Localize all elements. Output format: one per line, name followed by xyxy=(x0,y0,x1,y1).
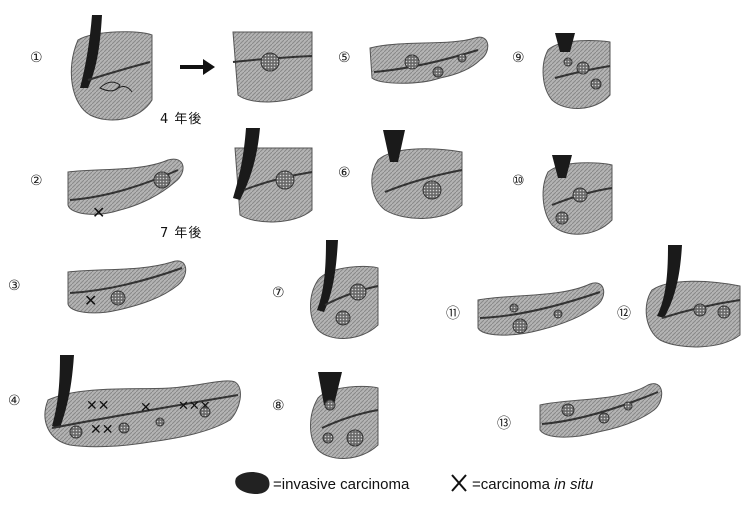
case-12-figure xyxy=(646,245,740,347)
case-13-figure xyxy=(540,384,662,437)
case-label-13: ⑬ xyxy=(497,413,511,433)
invasive-carcinoma-symbol xyxy=(235,472,269,494)
svg-text:✕: ✕ xyxy=(140,400,152,416)
svg-text:✕✕: ✕✕ xyxy=(86,398,109,414)
case-1-figure xyxy=(71,15,152,120)
case-10-figure xyxy=(543,155,612,234)
case-8-figure xyxy=(311,372,379,458)
case-9-figure xyxy=(543,33,610,108)
legend-cis-italic: in situ xyxy=(554,476,593,493)
case-label-7: ⑦ xyxy=(272,285,285,301)
case-label-9: ⑨ xyxy=(512,50,525,66)
carcinoma-in-situ-symbol xyxy=(452,475,466,491)
case-3-figure: ✕ xyxy=(68,261,186,313)
case-2-figure: ✕ xyxy=(68,159,183,222)
case-5-figure xyxy=(370,37,488,83)
case-4-figure: ✕✕ ✕ ✕✕✕ ✕✕ xyxy=(45,355,240,447)
annotation-four-years: 4 年後 xyxy=(160,108,202,127)
case-label-8: ⑧ xyxy=(272,398,285,414)
case-label-5: ⑤ xyxy=(338,50,351,66)
case-label-11: ⑪ xyxy=(446,303,460,323)
case-6-figure xyxy=(372,130,462,218)
case-11-figure xyxy=(478,283,604,335)
case-1-after-figure xyxy=(233,32,312,102)
case-label-10: ⑩ xyxy=(512,173,525,189)
case-label-6: ⑥ xyxy=(338,165,351,181)
case-label-2: ② xyxy=(30,173,43,189)
legend-cis-prefix: =carcinoma xyxy=(472,476,554,493)
case-label-3: ③ xyxy=(8,278,21,294)
case-label-12: ⑫ xyxy=(617,303,631,323)
legend-invasive-carcinoma: =invasive carcinoma xyxy=(273,476,409,493)
svg-text:✕✕: ✕✕ xyxy=(90,422,113,438)
case-label-1: ① xyxy=(30,50,43,66)
case-2-after-figure xyxy=(233,128,312,222)
case-7-figure xyxy=(311,240,379,338)
svg-text:✕: ✕ xyxy=(92,203,105,222)
case-label-4: ④ xyxy=(8,393,21,409)
annotation-seven-years: 7 年後 xyxy=(160,222,202,241)
legend-carcinoma-in-situ: =carcinoma in situ xyxy=(472,476,593,493)
arrow-icon xyxy=(180,59,215,75)
svg-text:✕: ✕ xyxy=(84,291,97,310)
